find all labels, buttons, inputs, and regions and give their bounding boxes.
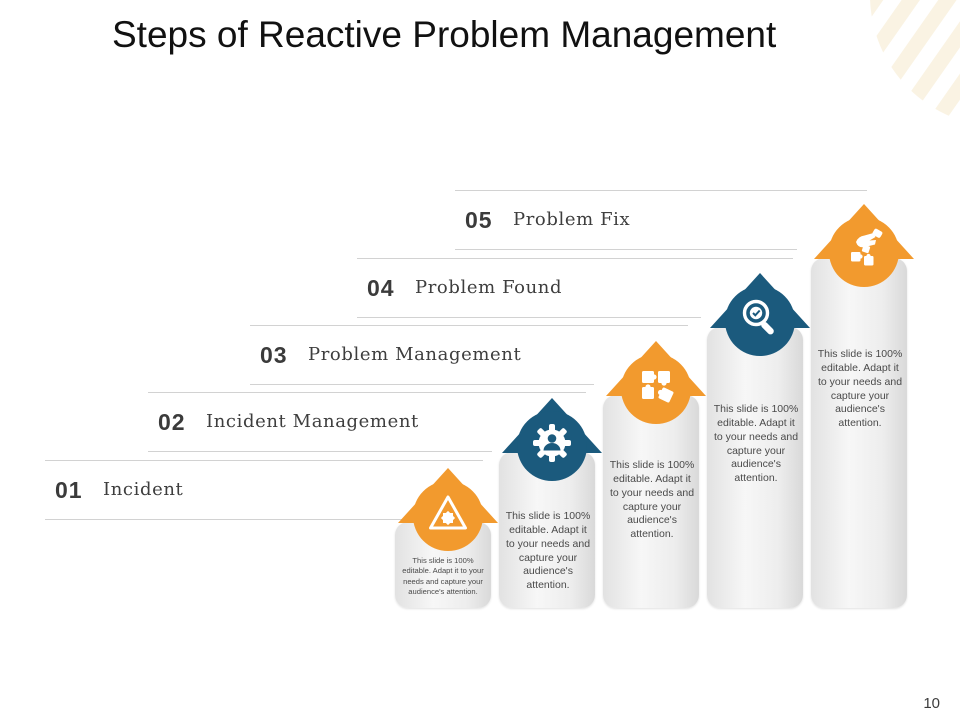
hazard-burst-icon (429, 495, 467, 530)
page-number: 10 (923, 695, 940, 712)
step-number: 01 (55, 477, 83, 503)
column-body (707, 327, 803, 608)
magnifier-check-icon (742, 299, 774, 335)
divider-line (455, 249, 797, 250)
column-problem-found: This slide is 100% editable. Adapt it to… (707, 273, 810, 608)
divider-line (250, 384, 594, 385)
step-number: 04 (367, 275, 395, 301)
column-body (603, 395, 699, 608)
divider-line (148, 451, 492, 452)
editable-note-text: This slide is 100% editable. Adapt it to… (609, 459, 695, 541)
divider-line (357, 258, 793, 259)
editable-note-text: This slide is 100% editable. Adapt it to… (505, 510, 591, 592)
step-number: 02 (158, 409, 186, 435)
step-label: Incident Management (206, 411, 419, 432)
step-label: Problem Found (415, 277, 563, 298)
column-body (811, 258, 907, 608)
step-number: 03 (260, 342, 288, 368)
column-incident-management: This slide is 100% editable. Adapt it to… (499, 398, 602, 608)
column-problem-fix: This slide is 100% editable. Adapt it to… (811, 204, 914, 608)
step-number: 05 (465, 207, 493, 233)
divider-line (357, 317, 701, 318)
editable-note-text: This slide is 100% editable. Adapt it to… (402, 556, 484, 596)
divider-line (148, 392, 586, 393)
divider-line (45, 519, 403, 520)
corner-stripes-decoration (870, 0, 960, 127)
puzzle-pieces-icon (642, 371, 674, 403)
gear-person-icon (533, 424, 571, 462)
step-label: Incident (103, 479, 184, 500)
hand-puzzle-icon (851, 228, 883, 266)
editable-note-text: This slide is 100% editable. Adapt it to… (817, 348, 903, 430)
column-incident: This slide is 100% editable. Adapt it to… (395, 468, 498, 608)
slide-title: Steps of Reactive Problem Management (112, 14, 777, 55)
step-label: Problem Management (308, 344, 522, 365)
step-label: Problem Fix (513, 209, 631, 230)
editable-note-text: This slide is 100% editable. Adapt it to… (713, 403, 799, 485)
divider-line (455, 190, 867, 191)
column-problem-management: This slide is 100% editable. Adapt it to… (603, 341, 706, 608)
divider-line (250, 325, 688, 326)
up-arrow-shape (606, 341, 706, 424)
divider-line (45, 460, 483, 461)
